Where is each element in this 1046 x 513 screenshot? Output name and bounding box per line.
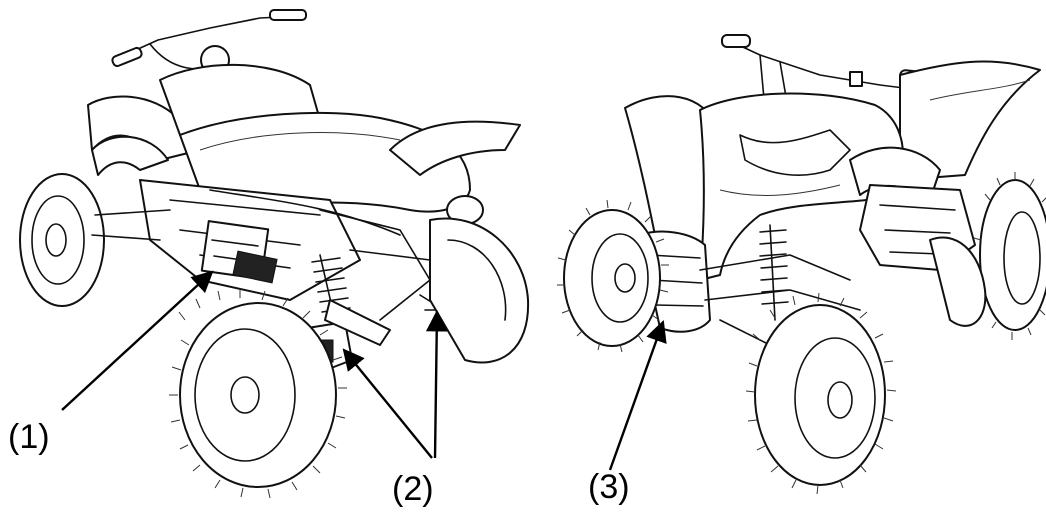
rear-right-wheel <box>430 218 528 362</box>
rear-left-wheel <box>169 289 347 498</box>
atv-rear-view <box>20 10 528 498</box>
rear-right-wheel <box>973 172 1046 340</box>
callout-label-3: (3) <box>588 470 630 504</box>
callout-label-1: (1) <box>8 420 50 454</box>
front-left-wheel <box>20 174 104 306</box>
callout-2-arrow-b <box>435 312 437 458</box>
front-right-wheel <box>746 293 896 494</box>
callout-label-2: (2) <box>392 472 434 506</box>
front-shock <box>760 225 788 320</box>
atv-front-view <box>557 35 1046 494</box>
callout-2-arrow-a <box>344 350 432 458</box>
